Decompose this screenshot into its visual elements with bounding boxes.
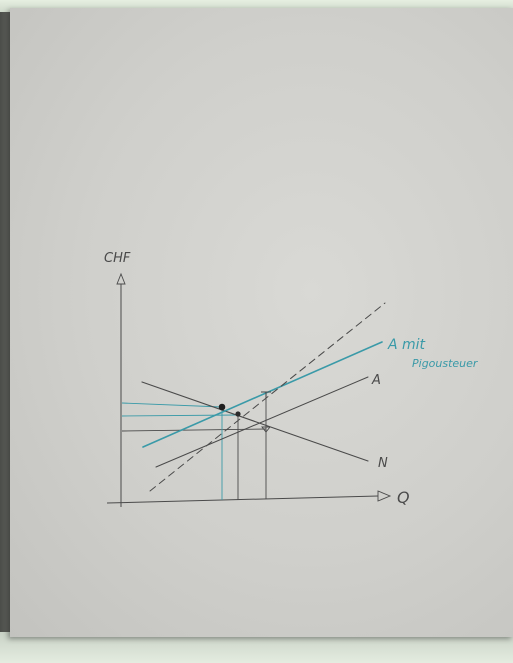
supply-curve-label: A [371,373,381,388]
x-axis [106,495,379,504]
demand-curve-n [141,381,369,462]
x-axis-arrow [377,490,392,502]
x-axis-label: Q [397,488,410,507]
quantity-guides [221,393,267,500]
demand-curve-label: N [378,456,388,471]
axes [106,272,392,507]
price-guide-equilibrium [121,414,239,417]
social-optimum-marker [261,391,271,398]
taxed-supply-label-line1: A mit [387,337,426,353]
supply-curve-a [155,376,369,468]
background-bottom [0,632,513,663]
social-cost-curve [149,302,386,492]
price-guides [121,402,267,432]
taxed-supply-curve [142,341,383,448]
points [218,391,271,433]
y-axis-arrow [116,272,126,285]
market-equilibrium-point [235,411,241,417]
price-guide-supplier [121,428,267,432]
price-guide-taxed [121,402,223,408]
supplier-price-marker [261,426,271,433]
paper-sheet [10,8,513,637]
taxed-supply-label-line2: Pigousteuer [412,357,479,370]
y-axis-label: CHF [104,251,131,266]
taxed-equilibrium-point [218,403,226,411]
curves [141,302,386,492]
